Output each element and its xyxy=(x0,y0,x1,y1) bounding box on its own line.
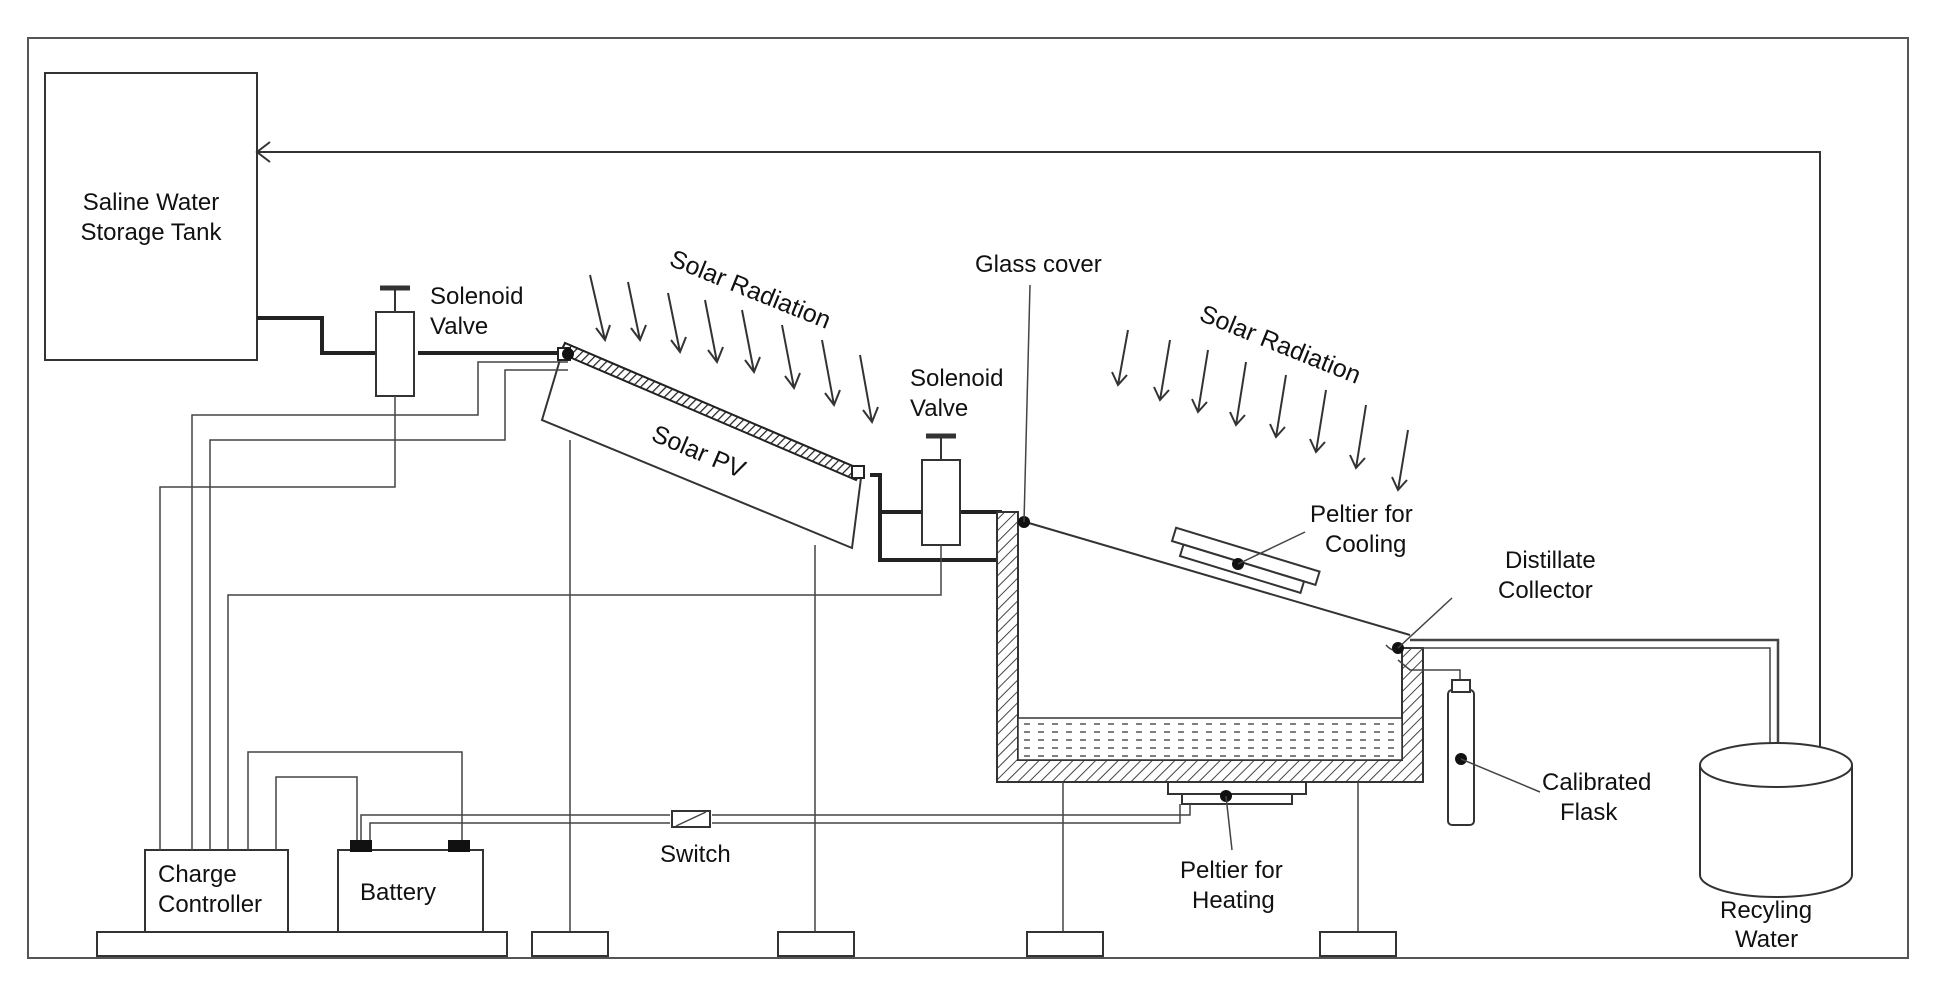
valve2-label-1: Solenoid xyxy=(910,365,1003,392)
inlet-pipe xyxy=(257,316,392,355)
charge-controller xyxy=(144,849,289,933)
battery-terminal-neg xyxy=(350,840,372,852)
distillate-label-1: Distillate xyxy=(1505,547,1596,574)
saline-water-basin xyxy=(1017,717,1403,761)
control-wiring xyxy=(159,361,942,850)
recycle-pipe xyxy=(1410,638,1780,760)
valve1-label-2: Valve xyxy=(430,313,488,340)
switch-lever xyxy=(675,811,707,827)
peltier-heating-label-2: Heating xyxy=(1192,887,1275,914)
still-inlet-pipe-lower xyxy=(878,512,1018,562)
flask-label-2: Flask xyxy=(1560,799,1618,826)
saline-tank xyxy=(44,72,258,361)
distillate-label-2: Collector xyxy=(1498,577,1593,604)
glass-cover xyxy=(1021,520,1411,636)
peltier-cooling-leader xyxy=(1237,531,1306,565)
switch-label: Switch xyxy=(660,841,731,868)
recycling-label-2: Water xyxy=(1735,926,1798,953)
glass-cover-leader xyxy=(1023,284,1031,523)
solar-pv-panel xyxy=(540,341,865,550)
peltier-cooling-label-1: Peltier for xyxy=(1310,501,1413,528)
battery-label: Battery xyxy=(360,879,436,906)
recycle-pipe-inner xyxy=(1410,647,1771,760)
tank-label-2: Storage Tank xyxy=(81,219,223,246)
support-feet xyxy=(531,931,1397,957)
peltier-cooling xyxy=(1170,526,1321,595)
valve2-label-2: Valve xyxy=(910,395,968,422)
charge-label-2: Controller xyxy=(158,891,262,918)
heating-wiring xyxy=(360,804,1191,840)
tank-label-1: Saline Water xyxy=(83,189,220,216)
recycling-tank xyxy=(1699,742,1853,898)
radiation-label-1: Solar Radiation xyxy=(666,245,835,335)
valve1-label-1: Solenoid xyxy=(430,283,523,310)
return-arrow xyxy=(255,141,271,163)
calibrated-flask xyxy=(1447,679,1541,826)
outer-frame xyxy=(27,37,1909,959)
pv-outlet-pipe xyxy=(870,473,925,514)
peltier-cooling-label-2: Cooling xyxy=(1325,531,1406,558)
battery xyxy=(337,849,484,933)
recycling-label-1: Recyling xyxy=(1720,897,1812,924)
peltier-heating-label-1: Peltier for xyxy=(1180,857,1283,884)
glass-cover-label: Glass cover xyxy=(975,251,1102,278)
solenoid-valve-2 xyxy=(921,459,961,546)
flask-label-1: Calibrated xyxy=(1542,769,1651,796)
peltier-heating xyxy=(1167,781,1307,851)
battery-terminal-pos xyxy=(448,840,470,852)
radiation-label-2: Solar Radiation xyxy=(1196,300,1365,390)
return-line xyxy=(257,151,1821,748)
support-legs xyxy=(569,440,1359,932)
solenoid-valve-1 xyxy=(375,311,415,397)
radiation-arrows-2 xyxy=(1111,329,1409,492)
charge-label-1: Charge xyxy=(158,861,237,888)
equipment-base xyxy=(96,931,508,957)
radiation-arrows-1 xyxy=(589,274,879,425)
